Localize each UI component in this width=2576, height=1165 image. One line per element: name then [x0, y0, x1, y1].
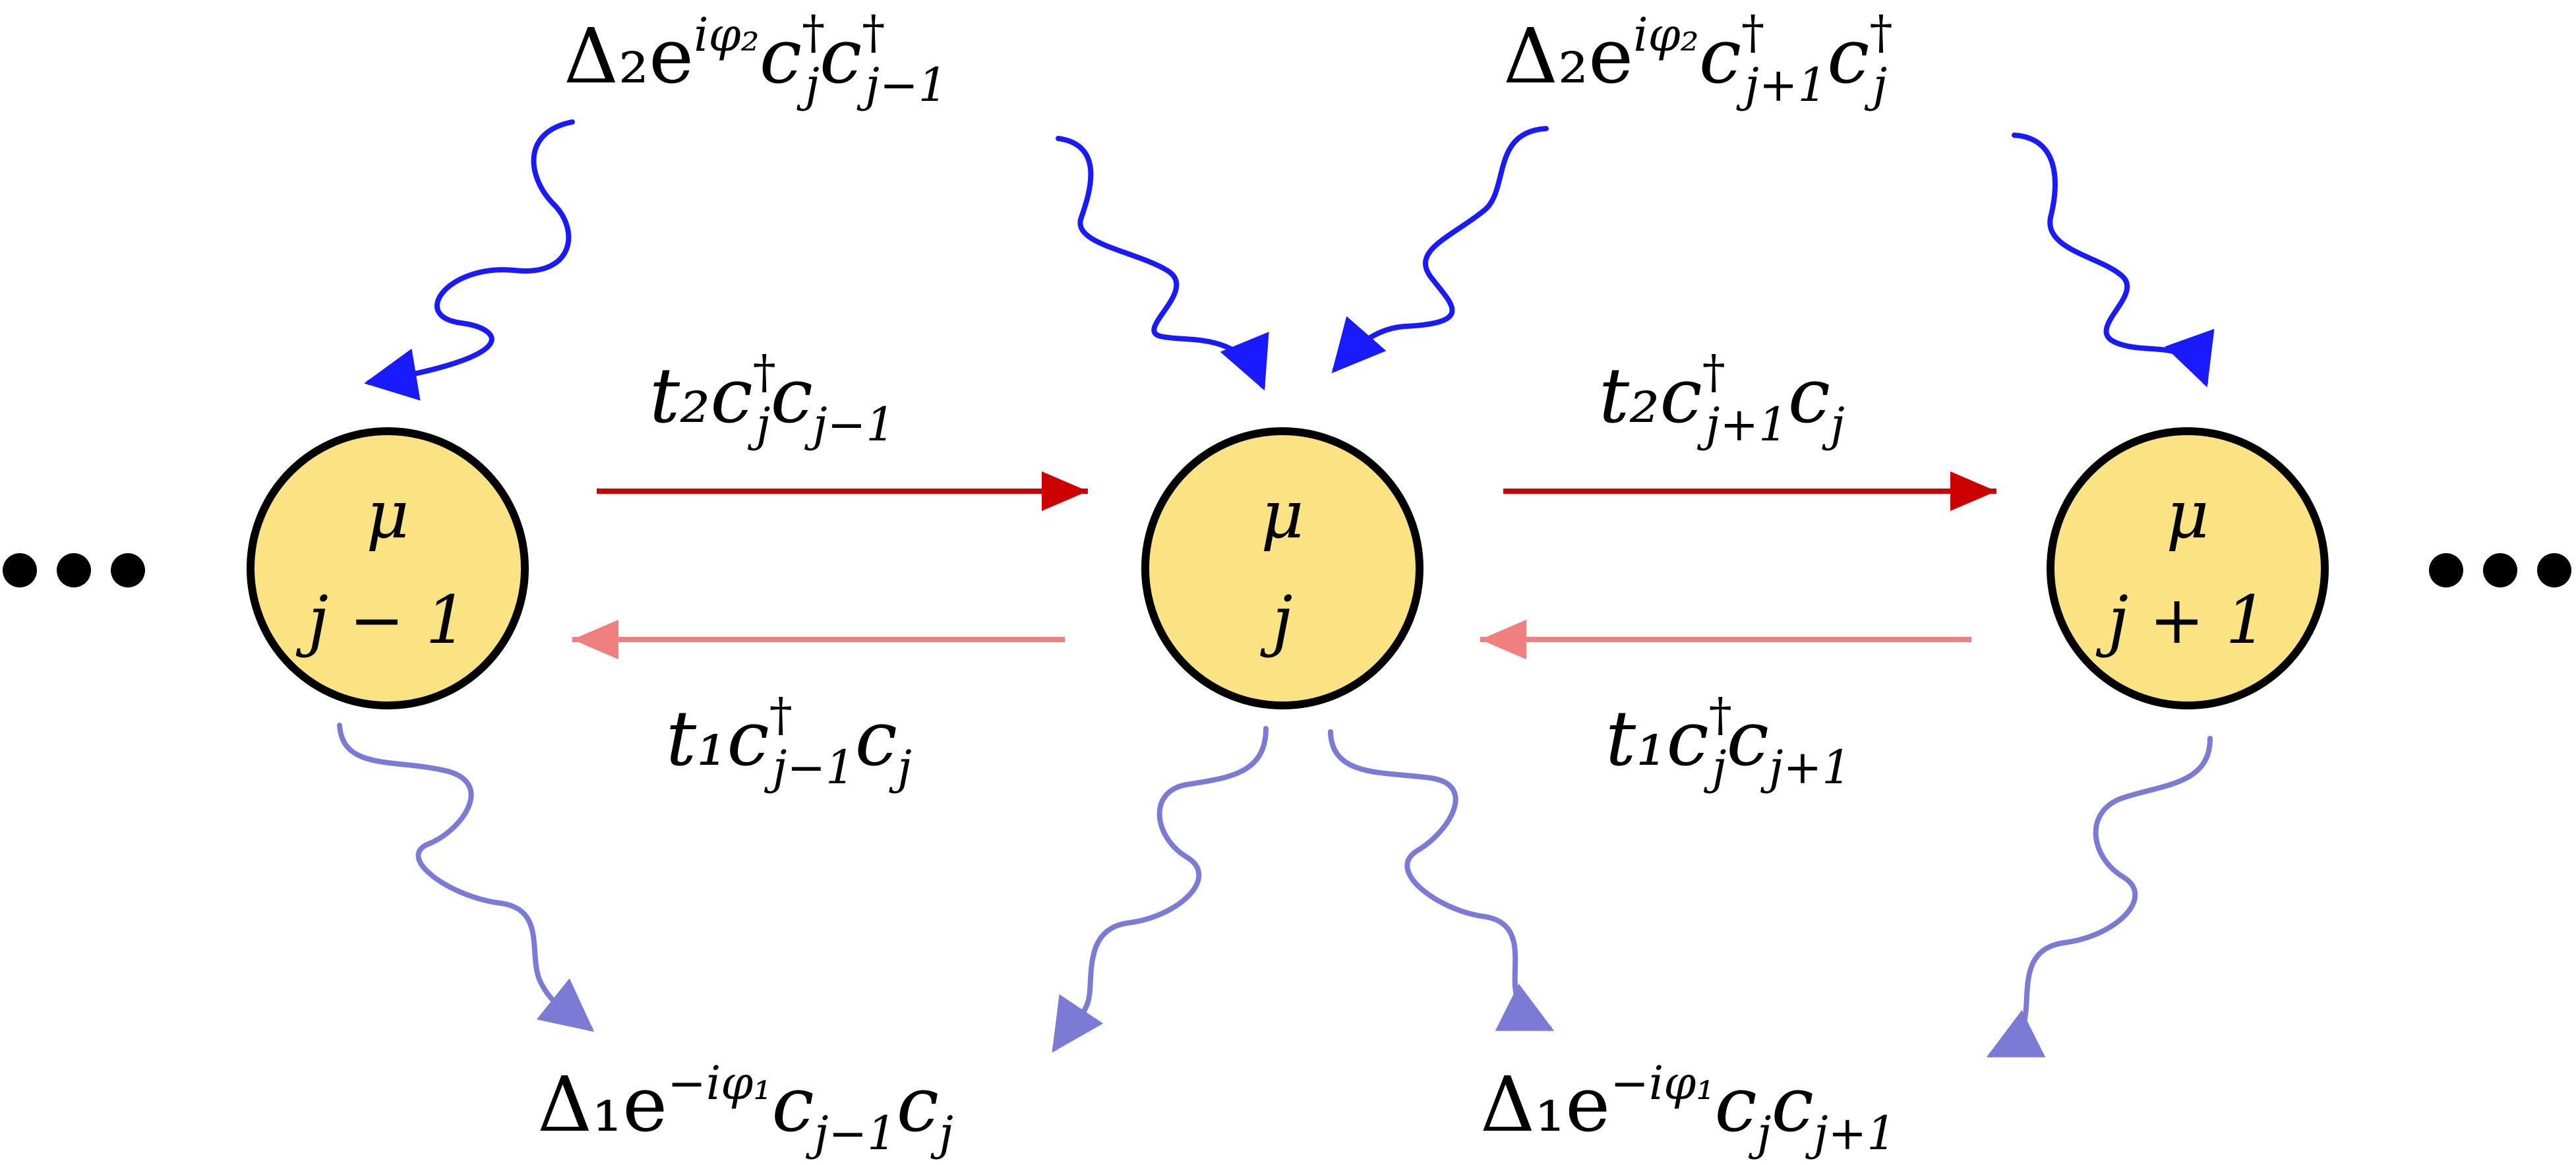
pair-creation-wavy-arrow [2012, 133, 2215, 388]
pairing-annihilation-label: Δ₁e−iφ₁cjcj+1 [1480, 1056, 1896, 1160]
backward-hop-label: t₁c†jcj+1 [1605, 688, 1851, 794]
pair-creation-wavy-arrow [1056, 136, 1269, 391]
site-j-minus-1: μ j − 1 [247, 427, 529, 709]
pairing-creation-label: Δ₂eiφ₂c†jc†j−1 [564, 5, 947, 112]
backward-hop-label: t₁c†j−1cj [666, 688, 912, 794]
site-mu-label: μ [367, 476, 409, 553]
right-ellipsis [2429, 553, 2571, 587]
site-index-label: j − 1 [295, 582, 467, 659]
pair-annihilation-wavy-arrow [1052, 726, 1269, 1053]
pairing-annihilation-label: Δ₁e−iφ₁cj−1cj [537, 1056, 953, 1160]
pair-creation-wavy-arrow [364, 119, 575, 401]
site-index-label: j + 1 [2095, 582, 2267, 659]
pair-annihilation-wavy-arrow [337, 723, 595, 1032]
site-j: μ j [1141, 427, 1423, 709]
forward-hop-label: t₂c†j+1cj [1599, 345, 1845, 452]
site-j-plus-1: μ j + 1 [2047, 427, 2329, 709]
pairing-creation-label: Δ₂eiφ₂c†j+1c†j [1503, 5, 1892, 112]
pair-annihilation-wavy-arrow [1986, 736, 2213, 1058]
pair-annihilation-wavy-arrow [1328, 729, 1555, 1031]
pair-creation-wavy-arrow [1331, 126, 1549, 374]
site-mu-label: μ [2167, 476, 2209, 553]
left-ellipsis [3, 553, 145, 587]
forward-hop-label: t₂c†jcj−1 [649, 345, 895, 452]
site-mu-label: μ [1261, 476, 1304, 553]
